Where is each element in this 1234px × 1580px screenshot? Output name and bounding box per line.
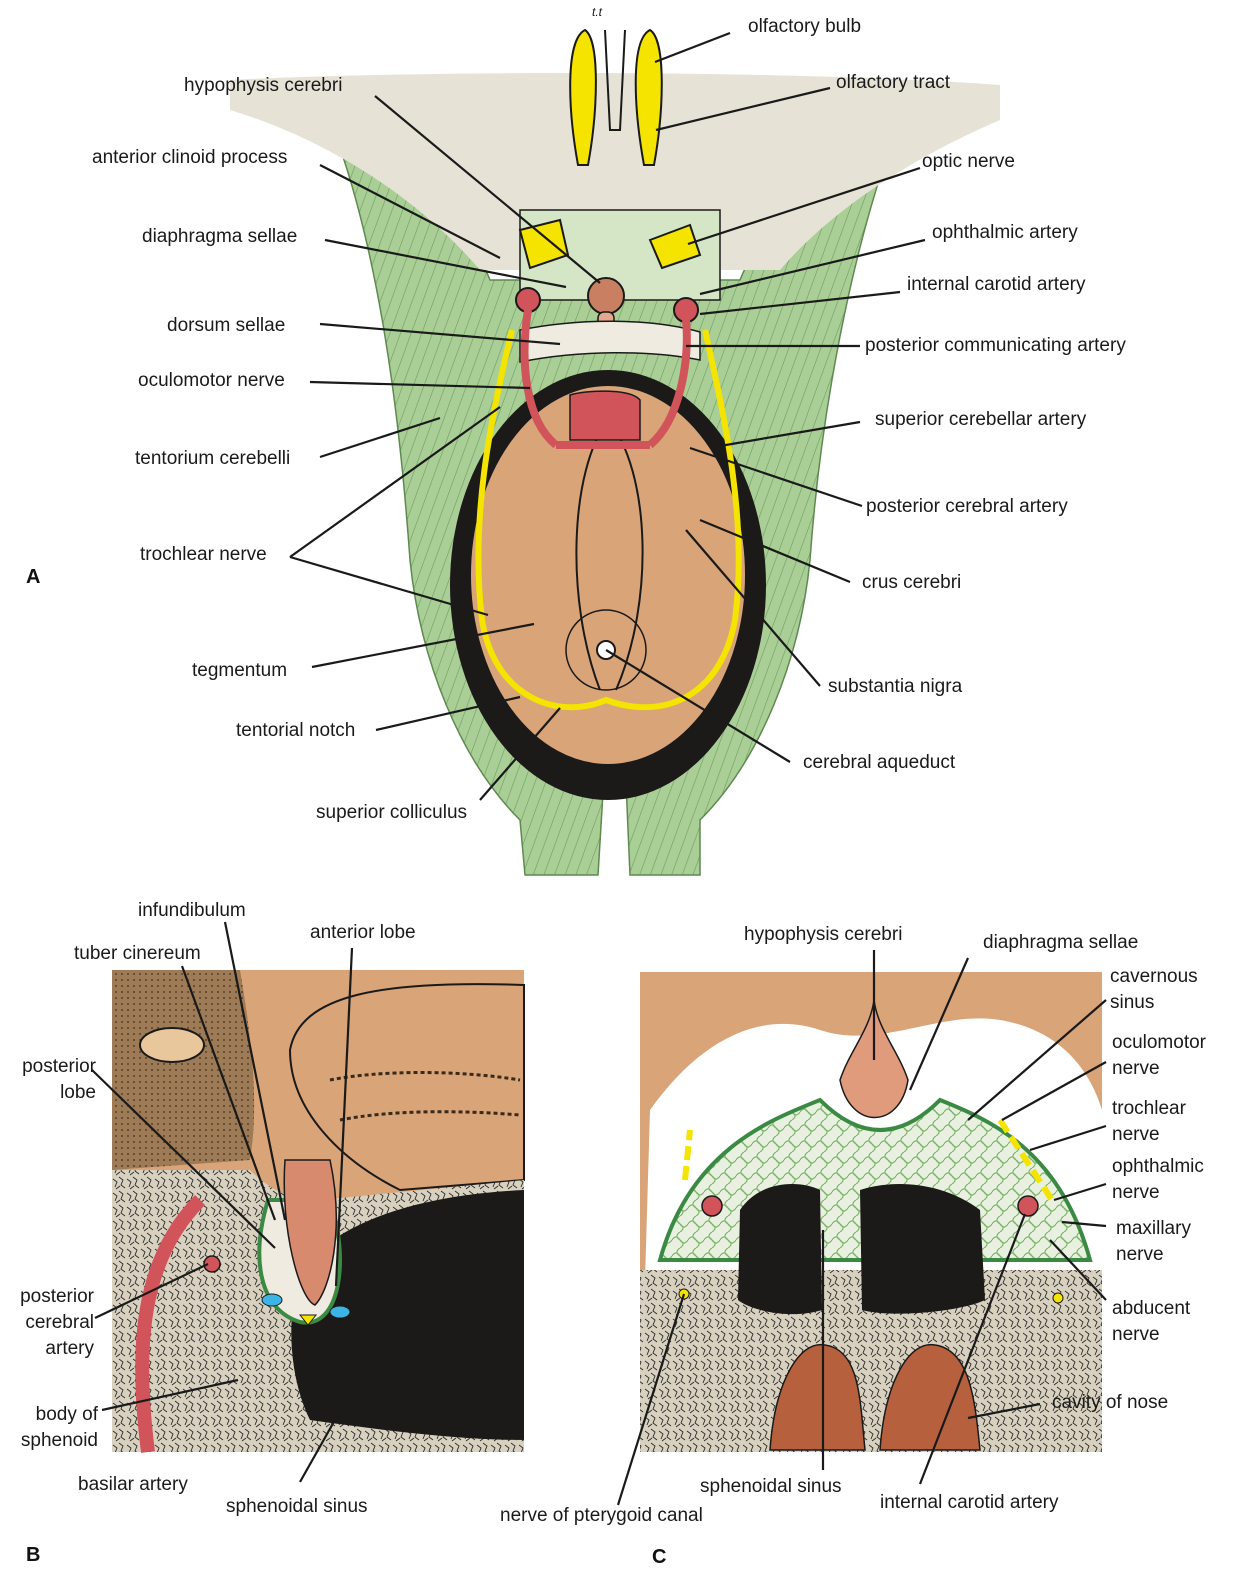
label-substantia-nigra: substantia nigra xyxy=(828,674,962,700)
panel-label-a: A xyxy=(26,566,40,589)
label-tentorial-notch: tentorial notch xyxy=(236,718,355,744)
label-posterior-lobe: posterior lobe xyxy=(10,1054,96,1106)
label-posterior-communicating-artery: posterior communicating artery xyxy=(865,333,1126,359)
label-diaphragma-sellae-a: diaphragma sellae xyxy=(142,224,297,250)
panel-label-c: C xyxy=(652,1546,666,1569)
label-olfactory-tract: olfactory tract xyxy=(836,70,950,96)
label-tuber-cinereum: tuber cinereum xyxy=(74,941,201,967)
panel-label-b: B xyxy=(26,1544,40,1567)
label-oculomotor-nerve-a: oculomotor nerve xyxy=(138,368,285,394)
label-dorsum-sellae: dorsum sellae xyxy=(167,313,285,339)
label-optic-nerve: optic nerve xyxy=(922,149,1015,175)
label-cerebral-aqueduct: cerebral aqueduct xyxy=(803,750,955,776)
label-posterior-cerebral-artery-b: posterior cerebral artery xyxy=(4,1284,94,1362)
label-cavernous-sinus: cavernous sinus xyxy=(1110,964,1198,1016)
label-hypophysis-cerebri-c: hypophysis cerebri xyxy=(744,922,902,948)
olfactory-small-text: t.t xyxy=(592,5,603,19)
label-anterior-lobe: anterior lobe xyxy=(310,920,416,946)
label-hypophysis-cerebri-a: hypophysis cerebri xyxy=(184,73,342,99)
label-internal-carotid-artery-c: internal carotid artery xyxy=(880,1490,1058,1516)
panel-a-drawing xyxy=(230,30,1000,875)
internal-carotid-left xyxy=(516,288,540,312)
internal-carotid-right xyxy=(674,298,698,322)
hypophysis-dot xyxy=(588,278,624,314)
label-superior-colliculus: superior colliculus xyxy=(316,800,467,826)
label-diaphragma-sellae-c: diaphragma sellae xyxy=(983,930,1138,956)
panel-c-drawing xyxy=(640,972,1102,1452)
label-sphenoidal-sinus-c: sphenoidal sinus xyxy=(700,1474,842,1500)
label-body-of-sphenoid: body of sphenoid xyxy=(4,1402,98,1454)
label-trochlear-nerve-c: trochlear nerve xyxy=(1112,1096,1186,1148)
label-internal-carotid-artery-a: internal carotid artery xyxy=(907,272,1085,298)
label-basilar-artery: basilar artery xyxy=(78,1472,188,1498)
label-anterior-clinoid-process: anterior clinoid process xyxy=(92,145,287,171)
label-abducent-nerve: abducent nerve xyxy=(1112,1296,1190,1348)
panel-b-drawing xyxy=(112,970,524,1452)
label-crus-cerebri: crus cerebri xyxy=(862,570,961,596)
label-tegmentum: tegmentum xyxy=(192,658,287,684)
label-trochlear-nerve-a: trochlear nerve xyxy=(140,542,267,568)
label-infundibulum: infundibulum xyxy=(138,898,246,924)
label-oculomotor-nerve-c: oculomotor nerve xyxy=(1112,1030,1206,1082)
label-olfactory-bulb: olfactory bulb xyxy=(748,14,861,40)
label-tentorium-cerebelli: tentorium cerebelli xyxy=(135,446,290,472)
label-maxillary-nerve: maxillary nerve xyxy=(1116,1216,1191,1268)
label-ophthalmic-nerve: ophthalmic nerve xyxy=(1112,1154,1204,1206)
label-posterior-cerebral-artery-a: posterior cerebral artery xyxy=(866,494,1068,520)
label-sphenoidal-sinus-b: sphenoidal sinus xyxy=(226,1494,368,1520)
label-nerve-of-pterygoid-canal: nerve of pterygoid canal xyxy=(500,1503,703,1529)
label-ophthalmic-artery: ophthalmic artery xyxy=(932,220,1078,246)
label-superior-cerebellar-artery: superior cerebellar artery xyxy=(875,407,1086,433)
label-cavity-of-nose: cavity of nose xyxy=(1052,1390,1168,1416)
